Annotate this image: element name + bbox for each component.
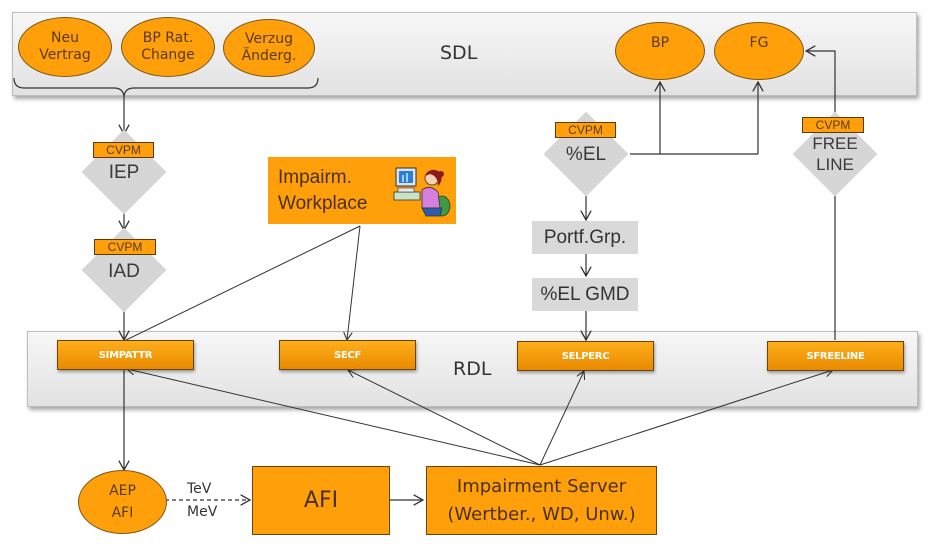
target-fg[interactable]: FG <box>714 22 804 80</box>
sdl-inputs-brace <box>13 77 319 99</box>
decision-iad-label: IAD <box>108 261 140 282</box>
input-bp-rat-change[interactable]: BP Rat.Change <box>121 17 215 77</box>
edge-freeline-fg <box>806 51 836 118</box>
decision-iep[interactable]: IEP <box>79 129 169 215</box>
step-el-gmd[interactable]: %EL GMD <box>532 278 638 311</box>
rdl-table-selperc[interactable]: SELPERC <box>517 341 654 371</box>
edge-label-mev: MeV <box>187 504 218 520</box>
target-bp[interactable]: BP <box>615 22 705 80</box>
step-portf-grp[interactable]: Portf.Grp. <box>532 221 638 254</box>
edge-workplace-secf <box>347 225 361 340</box>
rdl-table-sfreeline[interactable]: SFREELINE <box>767 341 904 371</box>
cvpm-tag-iad: CVPM <box>94 239 156 255</box>
edge-workplace-simpattr <box>125 225 361 341</box>
edge-server-selperc <box>539 371 584 466</box>
decision-iep-label: IEP <box>108 162 140 183</box>
impairment-workplace[interactable]: Impairm. Workplace <box>268 157 456 224</box>
edge-server-secf <box>348 370 541 466</box>
rdl-label: RDL <box>453 358 492 380</box>
edge-label-tev: TeV <box>187 481 212 497</box>
rdl-table-simpattr[interactable]: SIMPATTR <box>57 340 194 370</box>
decision-iad[interactable]: IAD <box>79 227 169 313</box>
person-at-computer-icon <box>393 167 451 217</box>
decision-el-label: %EL <box>565 144 607 165</box>
decision-freeline-label: FREE LINE <box>812 134 858 174</box>
cvpm-tag-freeline: CVPM <box>802 117 864 133</box>
edge-server-sfreeline <box>539 370 833 466</box>
impairment-server[interactable]: Impairment Server (Wertber., WD, Unw.) <box>426 466 657 535</box>
rdl-table-secf[interactable]: SECF <box>279 340 416 370</box>
decision-freeline[interactable]: FREE LINE <box>790 111 880 197</box>
cvpm-tag-el: CVPM <box>555 122 616 138</box>
afi-box[interactable]: AFI <box>252 466 390 535</box>
sdl-label: SDL <box>440 42 478 64</box>
edge-server-simpattr <box>127 369 541 466</box>
cvpm-tag-iep: CVPM <box>93 142 154 158</box>
decision-el[interactable]: %EL <box>541 111 631 197</box>
